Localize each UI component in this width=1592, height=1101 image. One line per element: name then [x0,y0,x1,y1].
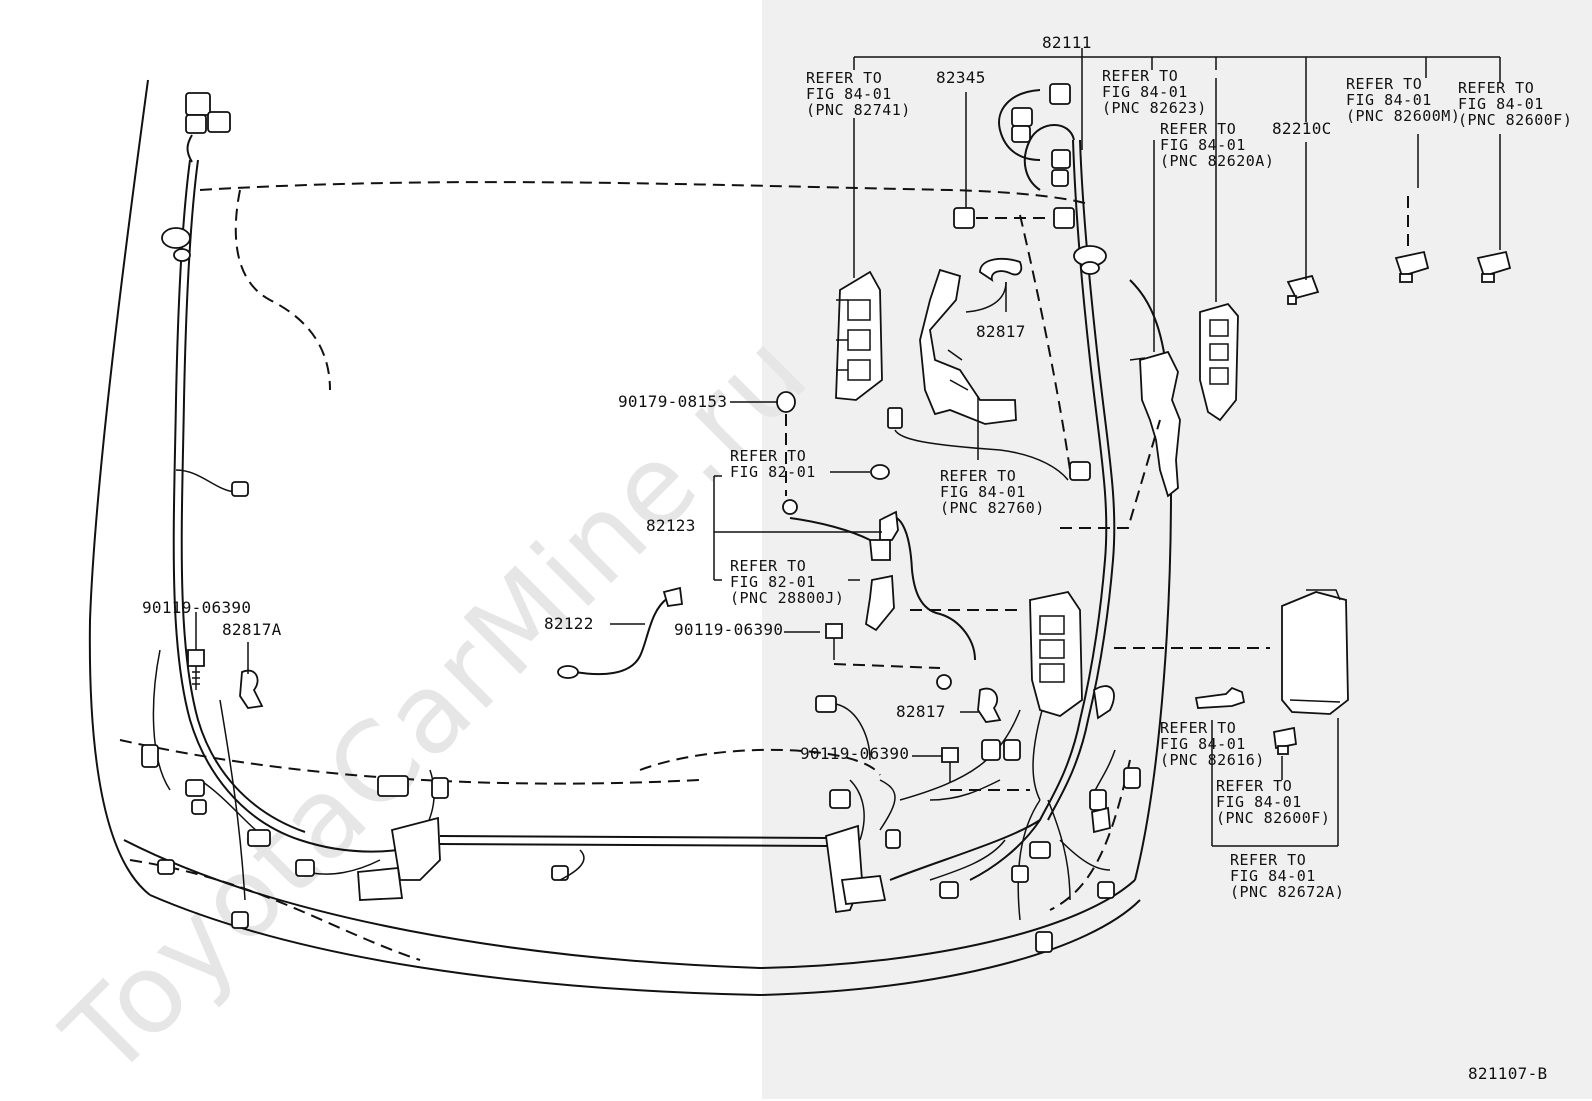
key-and-relay [1194,686,1297,755]
relay-block-right [1199,302,1239,422]
junction-block [1029,590,1115,720]
label-ref-82760: REFER TO FIG 84-01 (PNC 82760) [940,467,1045,517]
label-82210C: 82210C [1272,119,1332,138]
label-ref-82672A: REFER TO FIG 84-01 (PNC 82672A) [1230,851,1345,901]
label-82817-low: 82817 [896,702,946,721]
right-lower-connectors [815,695,1141,953]
clip-82817-top [979,257,1023,283]
leader-lines [195,48,1501,847]
label-ref-28800J: REFER TO FIG 82-01 (PNC 28800J) [730,557,845,607]
label-90119-06390-left: 90119-06390 [142,598,252,617]
label-ref-82600M: REFER TO FIG 84-01 (PNC 82600M) [1346,75,1461,125]
left-lower-connectors [141,744,569,929]
label-82111: 82111 [1042,33,1092,52]
battery-cables [557,391,976,690]
bracket-82623 [1129,350,1181,498]
label-82817-top: 82817 [976,322,1026,341]
center-cross-harness [357,779,896,914]
vehicle-body-outline [88,79,1172,997]
fuse-box-cover [1281,589,1349,715]
label-ref-82600F-bottom: REFER TO FIG 84-01 (PNC 82600F) [1216,777,1331,827]
right-panel-shade [762,0,1592,1099]
relay-block-left [835,270,883,401]
label-90119-06390-low: 90119-06390 [800,744,910,763]
bolts [187,623,1002,782]
label-82123: 82123 [646,516,696,535]
label-ref-82623: REFER TO FIG 84-01 (PNC 82623) [1102,67,1207,117]
label-90179-08153: 90179-08153 [618,392,728,411]
label-ref-82600F-top: REFER TO FIG 84-01 (PNC 82600F) [1458,79,1573,129]
left-top-connectors [161,92,249,497]
label-82122: 82122 [544,614,594,633]
right-top-connectors [953,83,1107,275]
figure-code: 821107-B [1468,1064,1548,1083]
label-ref-82620A: REFER TO FIG 84-01 (PNC 82620A) [1160,120,1275,170]
label-82345: 82345 [936,68,986,87]
label-ref-82741: REFER TO FIG 84-01 (PNC 82741) [806,69,911,119]
bracket-82760 [887,268,1091,481]
label-90119-06390-center: 90119-06390 [674,620,784,639]
small-relays [1286,250,1512,305]
label-82817A: 82817A [222,620,282,639]
label-ref-fig-82-01: REFER TO FIG 82-01 [730,447,816,481]
label-ref-82616: REFER TO FIG 84-01 (PNC 82616) [1160,719,1265,769]
